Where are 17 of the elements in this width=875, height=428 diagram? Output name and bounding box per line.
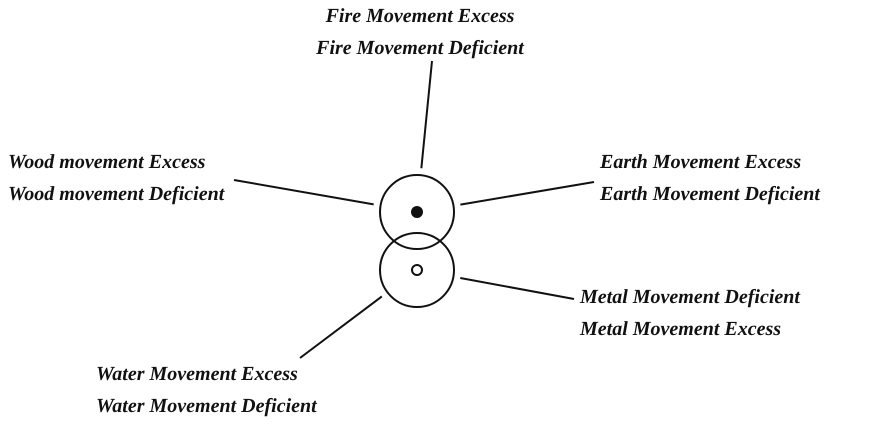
label-text: Metal Movement Deficient: [580, 285, 800, 309]
label-text: Wood movement Excess: [8, 150, 206, 174]
circle: [379, 174, 455, 250]
label-text: Earth Movement Excess: [600, 150, 802, 174]
label-text: Fire Movement Deficient: [316, 36, 524, 60]
label-text: Wood movement Deficient: [8, 182, 224, 206]
label-text: Water Movement Deficient: [96, 394, 317, 418]
leader-line: [299, 296, 382, 359]
leader-line: [420, 60, 433, 168]
label-text: Metal Movement Excess: [580, 317, 782, 341]
leader-line: [234, 179, 374, 206]
label-text: Water Movement Excess: [96, 362, 298, 386]
leader-line: [460, 277, 574, 300]
circle: [379, 232, 455, 308]
label-text: Earth Movement Deficient: [600, 182, 820, 206]
label-text: Fire Movement Excess: [326, 4, 514, 28]
leader-line: [460, 181, 594, 206]
